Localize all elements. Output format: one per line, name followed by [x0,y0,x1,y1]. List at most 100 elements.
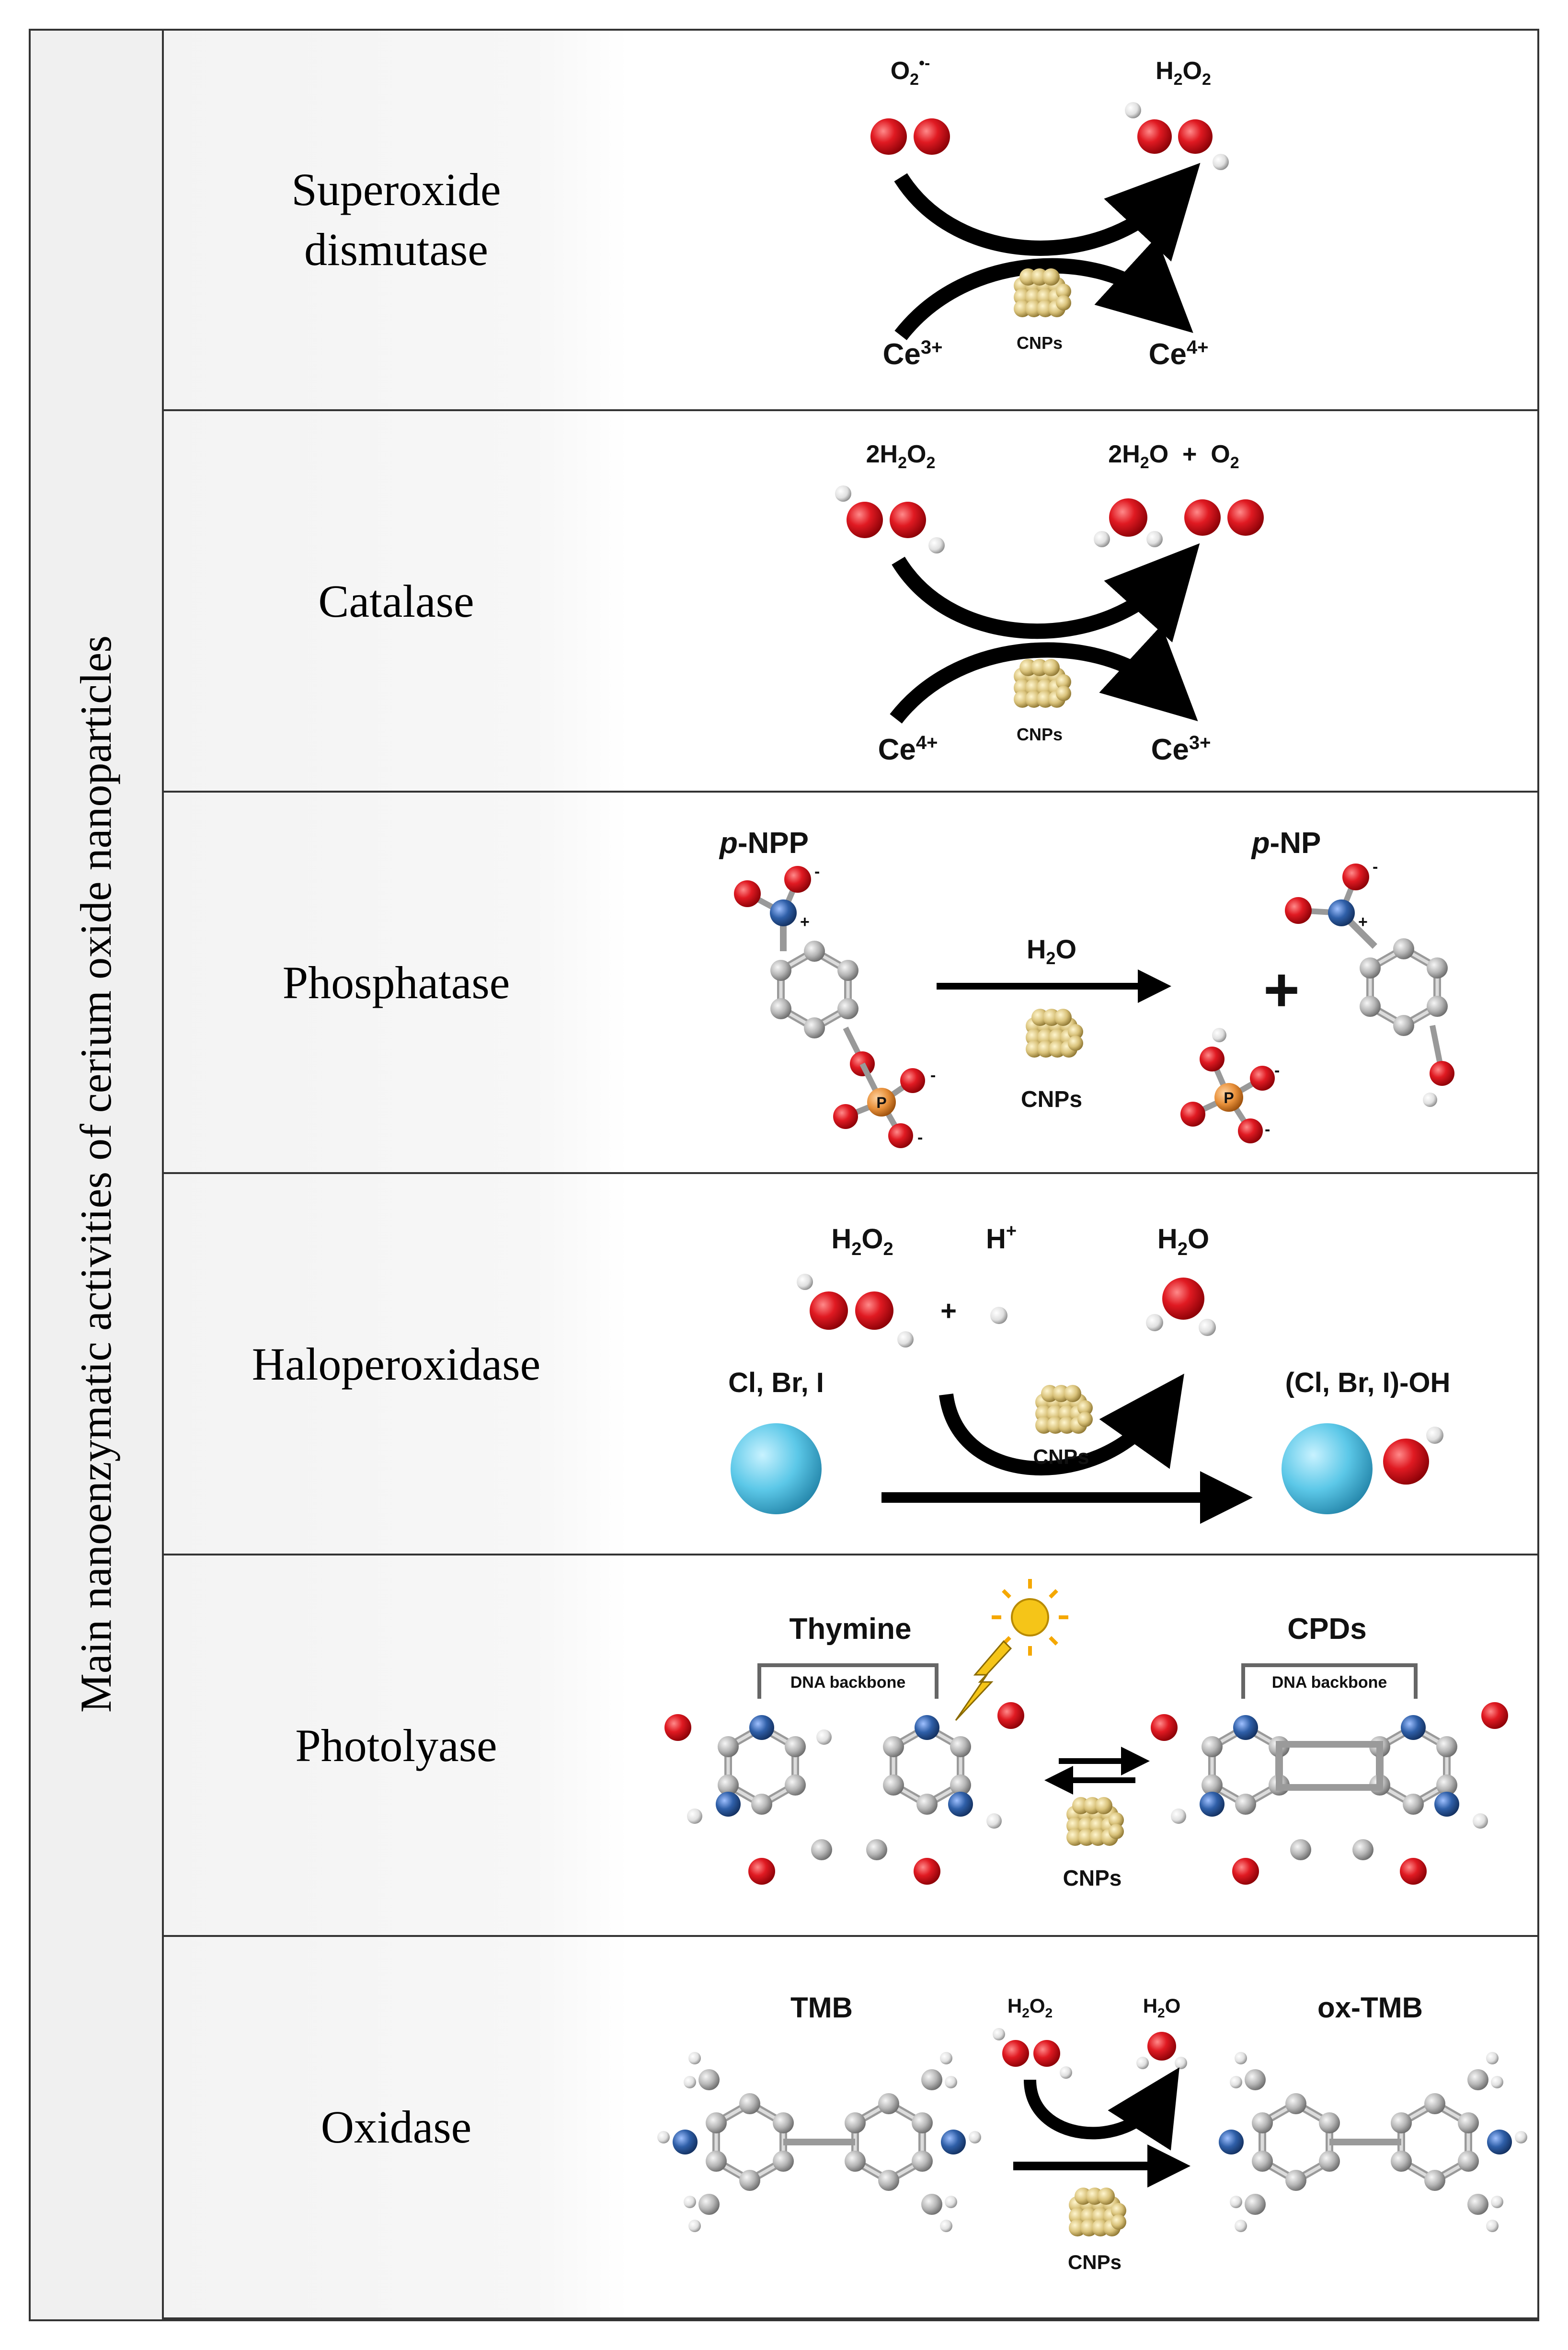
row-label-line: dismutase [304,223,488,275]
oxidase-reagent-label: H2O2 [1007,1994,1053,2020]
row-phosphatase: Phosphatase [164,793,1537,1174]
sod-arrow-upper [894,162,1201,262]
hydrogen-peroxide-molecule [797,1274,914,1348]
phosphatase-product-label: p-NP [1251,827,1321,860]
halide-atom [731,1423,822,1514]
catalyst-label: CNPs [1033,1445,1089,1469]
row-catalase: Catalase [164,411,1537,793]
photolyase-substrate-label: Thymine [790,1613,912,1646]
row-label-line: Superoxide [291,164,501,215]
side-panel [31,31,164,2319]
reagent1-label: H2O2 [831,1223,893,1259]
phosphatase-substrate-label: p-NPP [719,827,809,860]
figure-border [29,29,1539,2321]
row-label-area [164,1174,629,1554]
haloperoxidase-product-label: H2O [1157,1223,1209,1259]
hydrogen-peroxide-molecule [1125,102,1229,170]
row-photolyase: Photolyase [164,1555,1537,1937]
sod-product-label: H2O2 [1156,57,1211,89]
catalase-arrow-upper [892,543,1200,643]
oxygen-molecule [1184,499,1264,536]
charge-minus: - [917,1129,923,1147]
halide-product-label: (Cl, Br, I)-OH [1285,1367,1451,1398]
lightning-icon [955,1640,1012,1721]
oxidase-scheme: TMB H2O2 [657,1992,1527,2273]
dna-backbone-box [1250,1669,1408,1694]
sod-substrate-label: O2•- [891,54,930,89]
left-ion-label: Ce3+ [883,337,943,371]
thymine-left [664,1714,832,1885]
phosphate-molecule: P - - [1180,1028,1280,1143]
row-label: Photolyase [295,1720,497,1771]
catalase-substrate-label: 2H2O2 [866,440,936,472]
hydrogen-peroxide-molecule [835,485,945,553]
charge-plus: + [800,913,810,931]
dna-backbone-bracket [1241,1663,1418,1699]
water-molecule [1146,1278,1216,1336]
row-label: Haloperoxidase [252,1338,541,1390]
row-label-area [164,411,629,791]
hydrogen-peroxide-molecule [993,2028,1072,2079]
proton [990,1307,1007,1324]
row-superoxide-dismutase: Superoxide dismutase [164,31,1537,411]
catalase-product-label: 2H2O + O2 [1108,440,1239,472]
sod-scheme: O2•- H2O2 CNPs Ce3+ Ce4+ [870,54,1229,371]
plus-sign: + [1263,955,1300,1025]
phosphorus-label: P [876,1094,886,1111]
oxidase-coproduct-label: H2O [1143,1994,1181,2020]
row-label-area [164,1555,629,1935]
catalase-scheme: 2H2O2 2H2O + O2 CNPs Ce4+ Ce3+ [835,440,1264,766]
water-molecule [1136,2032,1187,2069]
backbone-label: DNA backbone [1272,1673,1387,1692]
row-label-area [164,31,629,409]
reagent2-label: H+ [986,1221,1017,1255]
row-label-area [164,793,629,1172]
thymine-right [866,1702,1024,1885]
reagent-label: H2O [1027,934,1076,968]
p-np-molecule: - + [1285,858,1454,1107]
catalyst-label: CNPs [1017,725,1063,744]
dna-backbone-bracket [757,1663,939,1699]
charge-minus: - [1265,1120,1270,1139]
row-label: Catalase [318,576,474,627]
sod-arrow-lower [894,237,1193,340]
charge-minus: - [1274,1061,1280,1080]
charge-minus: - [1373,858,1378,876]
row-label: Superoxide dismutase [164,160,629,280]
phosphatase-scheme: p-NPP - + P [719,827,1454,1148]
charge-minus: - [930,1066,936,1084]
photolyase-scheme: Thymine DNA backbone [664,1579,1508,1890]
tmb-molecule [657,2052,981,2232]
oxidase-substrate-label: TMB [790,1992,853,2024]
row-haloperoxidase: Haloperoxidase [164,1174,1537,1555]
charge-minus: - [814,863,820,881]
phosphorus-label: P [1224,1089,1234,1106]
dna-backbone-box [767,1669,929,1694]
halide-label: Cl, Br, I [728,1367,824,1398]
right-ion-label: Ce4+ [1149,337,1209,371]
oxidase-curved-arrow [1024,2067,1179,2151]
ox-tmb-molecule [1219,2052,1527,2232]
charge-plus: + [1358,913,1368,931]
water-molecule [1094,498,1163,547]
row-label: Phosphatase [282,957,510,1008]
backbone-label: DNA backbone [790,1673,906,1692]
left-ion-label: Ce4+ [878,732,938,766]
cpd-dimer [1151,1702,1508,1885]
catalyst-label: CNPs [1021,1087,1082,1112]
photolyase-product-label: CPDs [1287,1613,1366,1646]
p-npp-molecule: - + P - - [734,863,936,1148]
hypohalous-acid-molecule [1282,1423,1443,1514]
row-label: Oxidase [320,2101,472,2153]
catalyst-label: CNPs [1063,1866,1122,1890]
haloperoxidase-scheme: H2O2 + H+ H2O Cl, Br, I CNPs (Cl, Br, I)… [728,1221,1451,1524]
row-oxidase: Oxidase [164,1937,1537,2319]
catalyst-label: CNPs [1068,2251,1122,2273]
catalase-arrow-lower [890,625,1198,724]
row-label-area [164,1937,629,2317]
oxidase-product-label: ox-TMB [1317,1992,1423,2024]
superoxide-molecule [870,118,950,155]
haloperoxidase-curved-arrow [939,1373,1184,1475]
